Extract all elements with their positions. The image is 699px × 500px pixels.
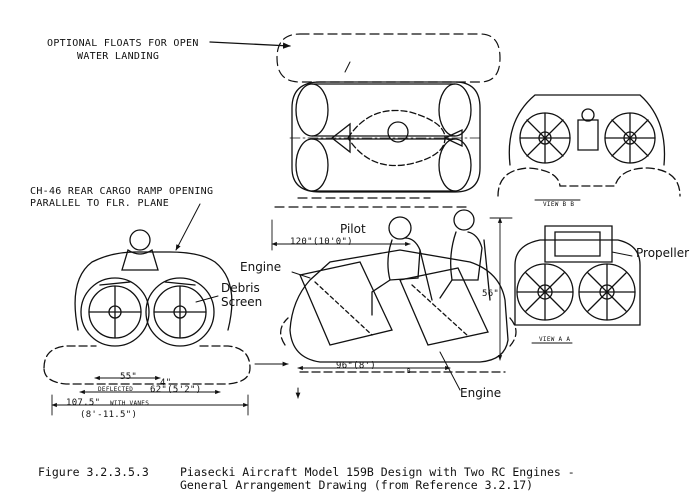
side-body (289, 249, 509, 363)
dim-107-label: 107.5" (66, 398, 101, 408)
dim-4-label: 4" (160, 378, 172, 388)
bb-floats (497, 167, 681, 197)
optional-float-outline (274, 33, 501, 208)
propeller-label: Propeller (636, 246, 690, 260)
dim-96-label: 96"(8') (336, 361, 377, 371)
engine-label-upper: Engine (240, 260, 282, 274)
debris-label-line2: Screen (221, 295, 263, 309)
front-floats (43, 345, 251, 385)
front-pilot-head (129, 229, 151, 251)
side-pilot-head (388, 216, 412, 240)
dim-107-ft-label: (8'-11.5") (80, 410, 138, 420)
view-bb (497, 94, 681, 201)
figure-caption-line1: Piasecki Aircraft Model 159B Design with… (180, 465, 575, 479)
figure-caption-line2: General Arrangement Drawing (from Refere… (180, 478, 534, 492)
view-bb-label: VIEW B B (543, 201, 575, 208)
front-fan-right (145, 277, 215, 347)
side-float-outline (280, 317, 517, 347)
figure-number: Figure 3.2.3.5.3 (38, 465, 149, 479)
floats-label-line2: WATER LANDING (77, 51, 160, 62)
pilot-label: Pilot (340, 222, 366, 236)
plan-fuselage (291, 81, 481, 193)
dim-62-label: 62"(5'2") (150, 385, 202, 395)
side-view (254, 209, 517, 399)
plan-pilot-head (387, 121, 409, 143)
dim-120-label: 120"(10'0") (290, 237, 353, 247)
plan-view (209, 33, 501, 208)
floats-label-line1: OPTIONAL FLOATS FOR OPEN (47, 38, 199, 49)
debris-label-line1: Debris (221, 281, 260, 295)
front-fan-left (80, 277, 150, 347)
front-view (43, 203, 251, 416)
view-aa (514, 225, 641, 344)
engine-label-lower: Engine (460, 386, 502, 400)
section-b-label: B (407, 368, 411, 375)
ramp-label-line2: PARALLEL TO FLR. PLANE (30, 198, 170, 209)
view-aa-label: VIEW A A (539, 336, 571, 343)
side-passenger-head (453, 209, 475, 231)
plan-fan-ducts (295, 83, 472, 192)
dim-55-label: 55" (120, 372, 138, 382)
dim-56-label: 56" (482, 289, 500, 299)
dim-107-small-label: WITH VANES (110, 400, 150, 407)
dim-62-small-label: DEFLECTED (98, 386, 134, 393)
front-dimension-lines (51, 375, 249, 416)
ramp-label-line1: CH-46 REAR CARGO RAMP OPENING (30, 186, 214, 197)
